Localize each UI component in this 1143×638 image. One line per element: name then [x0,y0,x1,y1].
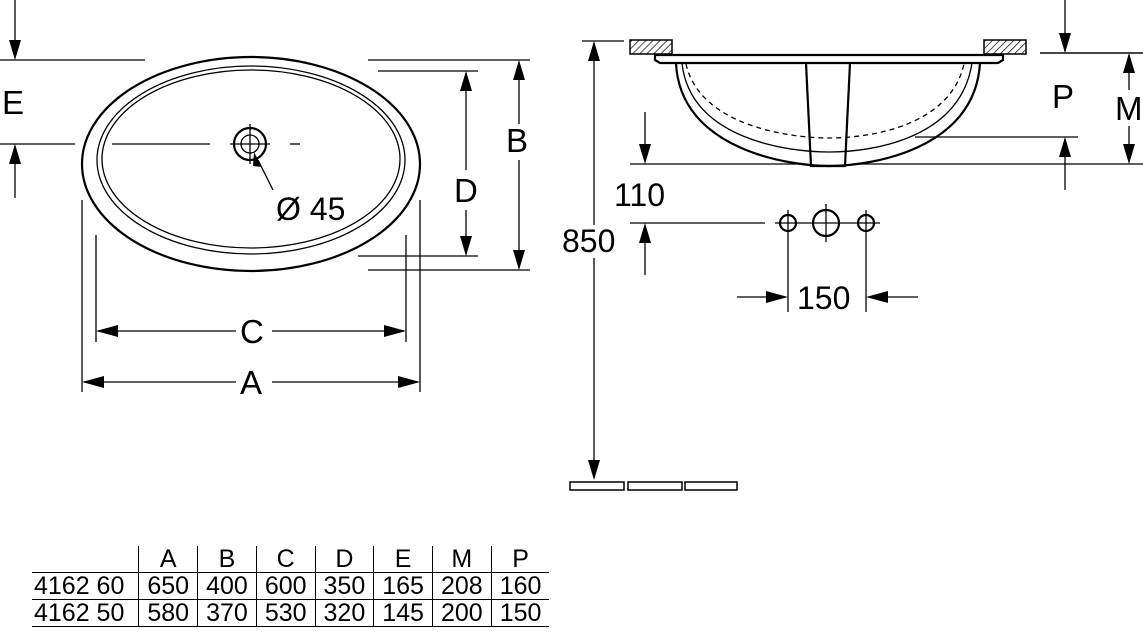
drain-diameter-label: Ø 45 [276,191,345,227]
drain-pipe [804,62,852,168]
table-row: 4162 50 580 370 530 320 145 200 150 [32,599,550,627]
basin-inner-rim [96,65,406,255]
dimension-p-label: P [1052,78,1074,115]
dimension-850-label: 850 [562,223,615,259]
table-header-c: C [255,546,316,573]
table-header-e: E [373,546,433,573]
dimension-e-label: E [2,84,24,121]
table-cell: 150 [490,599,550,627]
table-header-corner [32,546,139,573]
table-header-b: B [197,546,257,573]
table-header-d: D [314,546,374,573]
table-cell: 370 [197,599,257,627]
table-cell-model: 4162 60 [32,572,139,600]
table-header-a: A [138,546,198,573]
basin-section-outer [674,62,982,168]
floor-segment-1 [569,481,625,491]
table-row: 4162 60 650 400 600 350 165 208 160 [32,572,550,600]
dimension-b-label: B [506,122,528,159]
dimension-150-label: 150 [797,280,850,316]
side-view: P M 110 850 [562,0,1143,491]
countertop-left [629,39,673,55]
dimension-c-label: C [240,313,264,350]
table-cell: 145 [373,599,433,627]
table-cell: 200 [431,599,492,627]
table-cell: 320 [314,599,374,627]
table-cell-model: 4162 50 [32,599,139,627]
basin-outer-rim [80,55,422,273]
table-cell: 600 [255,572,316,600]
floor-segment-3 [684,481,738,491]
table-cell: 580 [138,599,198,627]
table-header-row: A B C D E M P [32,546,550,573]
dimension-d-label: D [454,172,478,209]
dimension-m-label: M [1115,90,1143,127]
table-cell: 650 [138,572,198,600]
top-view: Ø 45 E B D C [0,0,530,401]
table-cell: 165 [373,572,433,600]
dimension-table: A B C D E M P 4162 60 650 400 600 350 16… [32,546,550,627]
dimension-a-label: A [240,364,262,401]
table-cell: 208 [431,572,492,600]
technical-drawing: Ø 45 E B D C [0,0,1143,491]
table-cell: 350 [314,572,374,600]
table-cell: 160 [490,572,550,600]
countertop-right [983,39,1027,55]
floor-segment-2 [627,481,683,491]
dimension-110-label: 110 [614,177,665,213]
basin-bowl-edge [101,69,401,249]
table-cell: 530 [255,599,316,627]
table-cell: 400 [197,572,257,600]
table-header-p: P [490,546,550,573]
table-header-m: M [431,546,492,573]
